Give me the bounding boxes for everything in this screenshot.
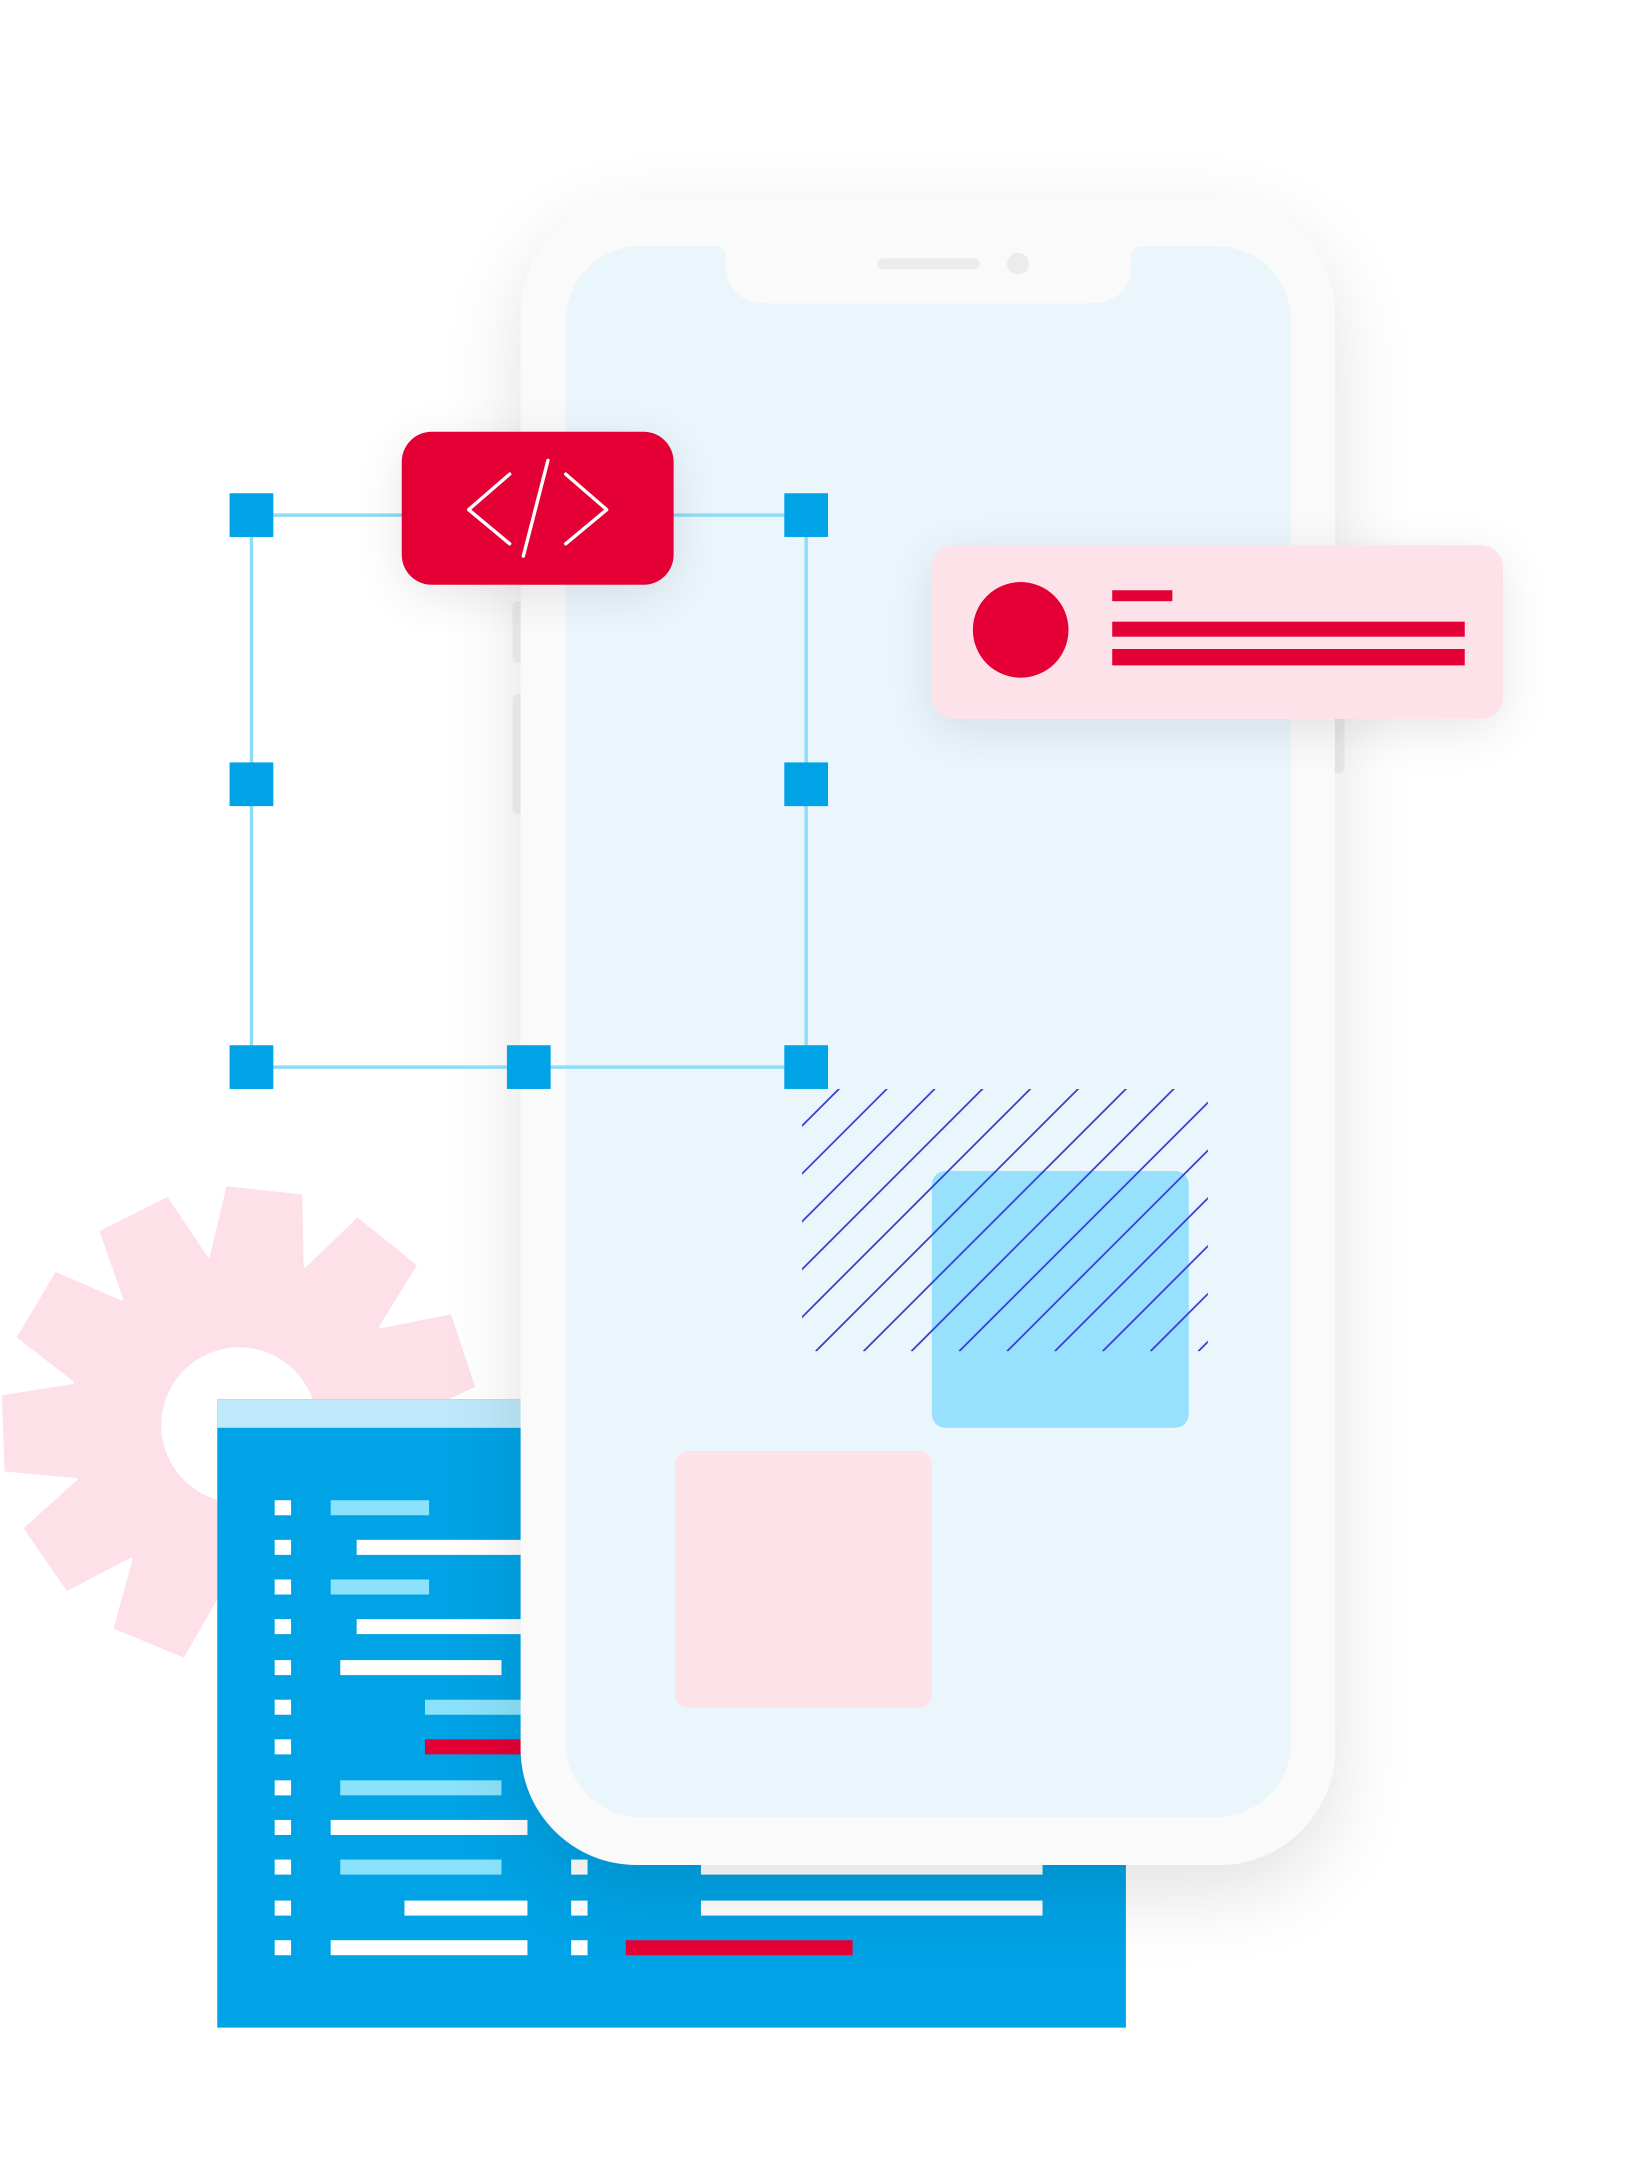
resize-handle[interactable] xyxy=(784,762,829,807)
resize-handle[interactable] xyxy=(506,1045,551,1089)
hatch-line xyxy=(1006,1149,1208,1352)
code-bullet xyxy=(571,1940,588,1956)
code-line xyxy=(700,1900,1043,1916)
notification-line xyxy=(1112,590,1173,602)
code-bullet xyxy=(274,1859,292,1875)
hatch-line xyxy=(958,1101,1208,1352)
hatch-line xyxy=(1054,1197,1208,1352)
code-bullet xyxy=(274,1739,292,1755)
hatch-pattern xyxy=(802,1088,1208,1352)
resize-handle[interactable] xyxy=(229,762,274,807)
phone-camera xyxy=(1007,252,1029,275)
code-line xyxy=(330,1819,528,1835)
code-line xyxy=(340,1780,502,1796)
code-bullet xyxy=(571,1859,588,1875)
code-bullet xyxy=(274,1579,292,1595)
code-brackets-icon xyxy=(466,458,609,558)
notification-card xyxy=(931,545,1503,719)
code-bullet xyxy=(274,1780,292,1796)
code-bullet xyxy=(274,1819,292,1835)
code-line xyxy=(340,1660,502,1676)
code-bullet xyxy=(571,1900,588,1916)
avatar xyxy=(972,582,1069,678)
code-bullet xyxy=(274,1699,292,1715)
code-line xyxy=(424,1699,547,1715)
notification-line xyxy=(1112,649,1465,666)
code-line xyxy=(424,1739,547,1755)
code-bullet xyxy=(274,1660,292,1676)
code-line xyxy=(404,1900,528,1916)
code-bullet xyxy=(274,1940,292,1956)
code-line xyxy=(330,1500,430,1516)
hatch-line xyxy=(862,1088,1128,1352)
pink-block xyxy=(675,1451,932,1708)
hatch-line xyxy=(910,1088,1175,1352)
code-line xyxy=(625,1940,853,1956)
code-line xyxy=(340,1859,502,1875)
code-bullet xyxy=(274,1619,292,1635)
code-badge-bg xyxy=(401,431,674,585)
hatch-line xyxy=(802,1088,1032,1319)
hatch-line xyxy=(1102,1244,1208,1352)
resize-handle[interactable] xyxy=(784,493,829,537)
code-line xyxy=(330,1579,430,1595)
code-line xyxy=(356,1539,547,1555)
blue-block xyxy=(931,1170,1189,1428)
resize-handle[interactable] xyxy=(784,1045,829,1089)
phone xyxy=(512,198,1345,1866)
phone-notch xyxy=(715,245,1143,304)
hatch-line xyxy=(802,1088,984,1271)
code-badge xyxy=(401,431,674,585)
code-bullet xyxy=(274,1900,292,1916)
code-bullet xyxy=(274,1539,292,1555)
resize-handle[interactable] xyxy=(229,1045,274,1089)
hatch-line xyxy=(802,1088,889,1175)
code-bullet xyxy=(274,1500,292,1516)
notification-line xyxy=(1112,621,1465,637)
hatch-line xyxy=(815,1088,1080,1352)
selection-frame[interactable] xyxy=(229,493,829,1089)
phone-speaker xyxy=(877,258,980,270)
code-line xyxy=(356,1619,547,1635)
resize-handle[interactable] xyxy=(229,493,274,537)
hatch-line xyxy=(802,1088,936,1223)
code-line xyxy=(330,1940,528,1956)
